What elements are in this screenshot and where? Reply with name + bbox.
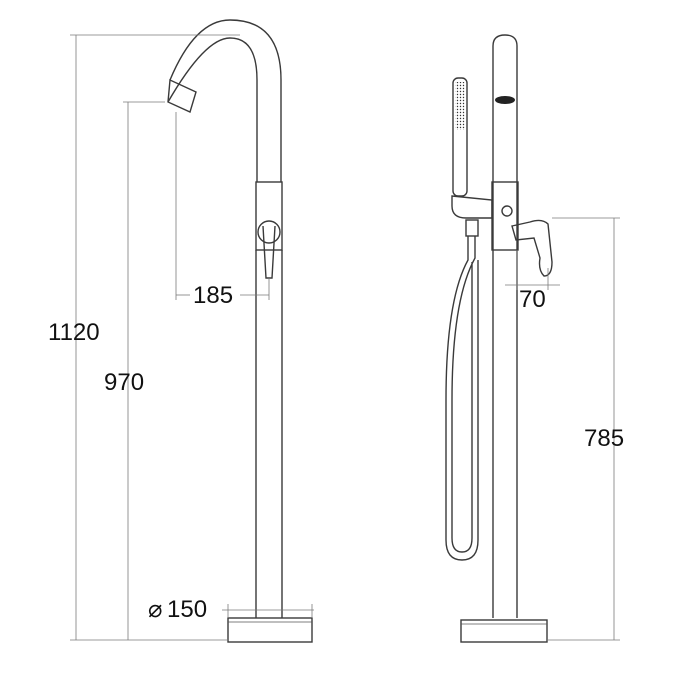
hose-connector xyxy=(465,219,479,237)
label-total-height: 1120 xyxy=(48,319,100,346)
shower-nozzle-dots xyxy=(455,82,465,130)
hand-shower-head xyxy=(452,77,468,197)
left-dimensions xyxy=(70,34,314,641)
label-base-diameter: 150 xyxy=(167,596,207,623)
shower-holder xyxy=(451,195,493,219)
right-lever-handle xyxy=(511,219,553,277)
mixer-handle-lever xyxy=(262,225,276,279)
shower-hose-outer xyxy=(445,236,479,561)
spout-inner xyxy=(169,19,282,182)
right-mixer-cap xyxy=(501,205,513,217)
base-plate xyxy=(227,617,313,643)
column-ring xyxy=(495,96,515,104)
right-base-plate xyxy=(460,619,548,643)
label-handle-offset: 70 xyxy=(519,286,546,313)
mixer-body xyxy=(255,181,283,251)
spout-outlet xyxy=(167,78,197,113)
label-spout-height: 970 xyxy=(104,369,144,396)
right-dimensions xyxy=(505,217,620,641)
right-column xyxy=(492,34,518,618)
spout-outer xyxy=(167,37,258,182)
shower-hose-inner xyxy=(451,236,476,553)
label-handle-height: 785 xyxy=(584,425,624,452)
left-view-mixer xyxy=(167,19,313,643)
mixer-handle-knob xyxy=(257,220,281,244)
right-view-mixer xyxy=(445,34,553,643)
label-spout-reach: 185 xyxy=(193,282,233,309)
label-diameter-symbol: ⌀ xyxy=(148,596,162,623)
